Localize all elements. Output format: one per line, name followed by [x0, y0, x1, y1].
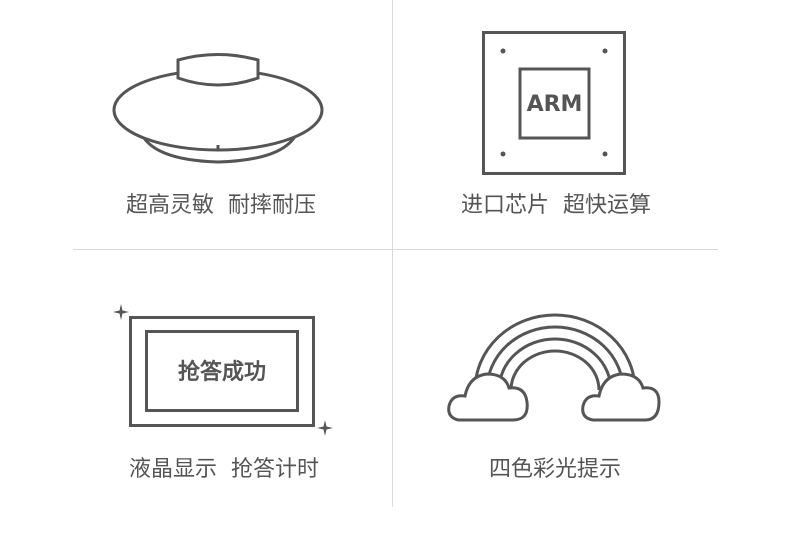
horizontal-divider: [73, 249, 718, 250]
left-cloud: [447, 372, 529, 422]
buzzer-button-icon: [112, 53, 324, 164]
rainbow-icon: [447, 313, 661, 422]
feature-caption-chip: 进口芯片 超快运算: [461, 193, 651, 218]
chip-label: ARM: [527, 92, 583, 117]
feature-caption-display: 液晶显示 抢答计时: [129, 457, 319, 482]
lcd-screen-text: 抢答成功: [178, 359, 266, 385]
feature-caption-sensitivity: 超高灵敏 耐摔耐压: [126, 193, 316, 218]
right-cloud: [581, 372, 661, 422]
chip-icon: ARM: [482, 31, 626, 175]
lcd-screen-icon: 抢答成功: [113, 304, 333, 436]
feature-caption-light: 四色彩光提示: [488, 457, 621, 482]
vertical-divider: [392, 0, 393, 507]
